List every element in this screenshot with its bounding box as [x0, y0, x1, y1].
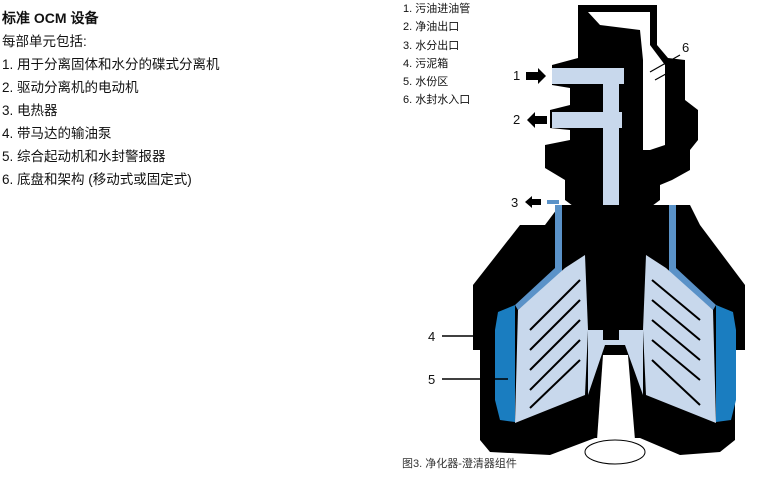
water-zone-left: [495, 305, 515, 422]
callout-2: 2: [513, 112, 520, 127]
upper-housing: [545, 5, 698, 215]
legend-item: 6. 水封水入口: [403, 94, 471, 107]
equipment-list: 标准 OCM 设备 每部单元包括: 1. 用于分离固体和水分的碟式分离机 2. …: [2, 7, 220, 191]
spindle: [597, 355, 635, 440]
legend-item: 1. 污油进油管: [403, 3, 471, 15]
legend-item: 2. 净油出口: [403, 21, 460, 34]
disc-stack-left: [515, 255, 588, 423]
callout-1: 1: [513, 68, 520, 83]
rotation-arrow: [584, 439, 646, 465]
water-zone-right: [716, 305, 736, 422]
callout-4: 4: [428, 329, 435, 344]
water-edge-left: [515, 205, 562, 310]
center-cavity: [588, 330, 643, 395]
arrow-out-icon: [525, 196, 541, 208]
list-item: 3. 电热器: [2, 103, 58, 118]
intro-text: 每部单元包括:: [2, 34, 87, 49]
callout-5: 5: [428, 372, 435, 387]
legend-item: 5. 水份区: [403, 76, 449, 89]
list-item: 2. 驱动分离机的电动机: [2, 80, 139, 95]
list-item: 6. 底盘和架构 (移动式或固定式): [2, 172, 192, 187]
list-item: 1. 用于分离固体和水分的碟式分离机: [2, 57, 220, 72]
water-channel: [588, 12, 665, 150]
arrow-out-icon: [527, 112, 547, 128]
disc-stack-right: [643, 255, 716, 423]
list-item: 4. 带马达的输油泵: [2, 126, 112, 141]
legend-item: 4. 污泥箱: [403, 57, 449, 70]
section-title: 标准 OCM 设备: [2, 10, 99, 26]
water-edge-right: [669, 205, 716, 310]
arrow-in-icon: [526, 68, 546, 84]
list-item: 5. 综合起动机和水封警报器: [2, 149, 166, 164]
figure-caption: 图3. 净化器-澄清器组件: [402, 458, 517, 470]
callout-3: 3: [511, 195, 518, 210]
legend-item: 3. 水分出口: [403, 39, 460, 52]
figure-legend: 1. 污油进油管 2. 净油出口 3. 水分出口 4. 污泥箱 5. 水份区 6…: [403, 0, 470, 110]
callout-6: 6: [682, 40, 689, 55]
